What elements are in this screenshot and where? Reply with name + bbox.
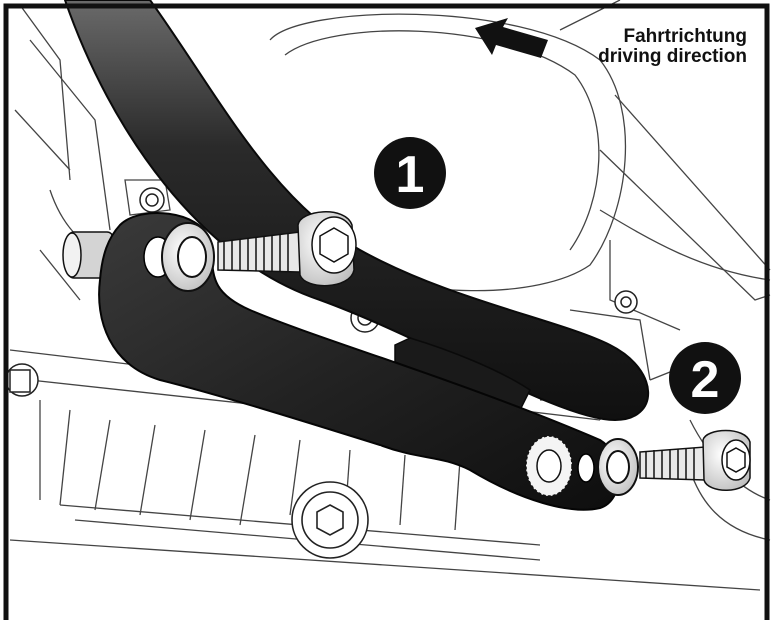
background-bolt-top xyxy=(139,187,165,213)
image-frame xyxy=(3,3,770,620)
bottom-spacer-washer xyxy=(597,438,639,496)
mounting-bracket xyxy=(98,212,620,511)
step-badge-2-number: 2 xyxy=(691,351,720,409)
top-spacer-washer xyxy=(161,222,215,292)
direction-label-english: driving direction xyxy=(598,46,747,67)
background-bolt-right xyxy=(614,290,638,314)
background-bolt-left xyxy=(5,363,39,397)
top-bolt xyxy=(217,211,357,287)
step-badge-1: 1 xyxy=(374,137,446,209)
bracket-hole-bottom xyxy=(577,453,595,483)
lock-washer xyxy=(525,435,573,497)
direction-label-german: Fahrtrichtung xyxy=(623,26,748,47)
background-bolt-bottom xyxy=(291,481,369,559)
step-badge-2: 2 xyxy=(669,342,741,414)
bottom-bolt xyxy=(639,429,751,491)
driving-direction-arrow xyxy=(475,18,548,58)
step-badge-1-number: 1 xyxy=(396,146,425,204)
